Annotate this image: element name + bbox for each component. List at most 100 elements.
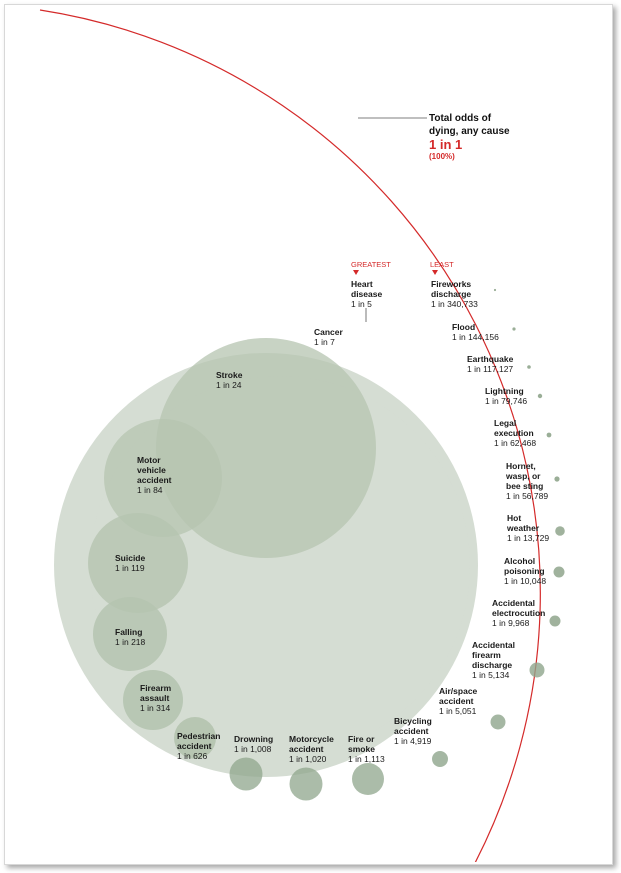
bubble-alcohol-poisoning xyxy=(553,566,565,578)
label-odds-value: 1 in 1,113 xyxy=(348,754,385,764)
label-name-line: Legal xyxy=(494,418,516,428)
label-odds-value: 1 in 7 xyxy=(314,337,335,347)
label-name-line: accident xyxy=(289,744,324,754)
label-odds-value: 1 in 626 xyxy=(177,751,208,761)
total-title-line2: dying, any cause xyxy=(429,126,510,137)
bubble-motorcycle-accident xyxy=(289,767,323,801)
bubble-fire-or-smoke xyxy=(352,763,384,795)
label-name-line: accident xyxy=(394,726,429,736)
label-name-line: electrocution xyxy=(492,608,545,618)
total-title-line1: Total odds of xyxy=(429,113,492,124)
header-least: LEAST xyxy=(430,260,454,269)
label-name-line: disease xyxy=(351,289,382,299)
bubble-bicycling-accident xyxy=(432,751,448,767)
label-name-line: Accidental xyxy=(472,640,515,650)
label-name-line: vehicle xyxy=(137,465,166,475)
bubble-accidental-firearm-discharge xyxy=(529,662,545,678)
label-odds-value: 1 in 119 xyxy=(115,563,145,573)
label-odds-value: 1 in 144,156 xyxy=(452,332,499,342)
bubble-pedestrian-accident xyxy=(174,717,216,759)
bubble-accidental-electrocution xyxy=(549,615,561,627)
label-name-line: Hornet, xyxy=(506,461,536,471)
label-odds-value: 1 in 117,127 xyxy=(467,364,513,374)
bubble-air-space-accident xyxy=(490,714,506,730)
label-name-line: Motor xyxy=(137,455,161,465)
label-odds-value: 1 in 84 xyxy=(137,485,163,495)
bubble-hornet-wasp-or-bee-sting xyxy=(554,476,560,482)
label-name-line: poisoning xyxy=(504,566,545,576)
label-name-line: Pedestrian xyxy=(177,731,220,741)
label-name-line: Motorcycle xyxy=(289,734,334,744)
label-name-line: bee sting xyxy=(506,481,543,491)
bubble-lightning xyxy=(537,393,543,399)
bubble-earthquake xyxy=(527,365,531,369)
label-odds-value: 1 in 62,468 xyxy=(494,438,536,448)
bubbles-layer xyxy=(54,288,565,801)
bubble-firearm-assault xyxy=(123,670,183,730)
label-name-line: weather xyxy=(506,523,540,533)
label-name-line: accident xyxy=(137,475,172,485)
label-name-line: Firearm xyxy=(140,683,172,693)
label-name-line: Cancer xyxy=(314,327,344,337)
label-name-line: Drowning xyxy=(234,734,273,744)
label-name-line: discharge xyxy=(431,289,471,299)
label-name-line: Air/space xyxy=(439,686,478,696)
header-greatest-arrow xyxy=(353,270,359,275)
label-name-line: execution xyxy=(494,428,534,438)
header-greatest: GREATEST xyxy=(351,260,391,269)
label-odds-value: 1 in 10,048 xyxy=(504,576,546,586)
label-odds-value: 1 in 4,919 xyxy=(394,736,432,746)
label-odds-value: 1 in 314 xyxy=(140,703,171,713)
label-name-line: firearm xyxy=(472,650,501,660)
label-name-line: Stroke xyxy=(216,370,243,380)
label-name-line: Fire or xyxy=(348,734,375,744)
bubble-hot-weather xyxy=(555,526,565,536)
label-name-line: discharge xyxy=(472,660,512,670)
total-odds-percent: (100%) xyxy=(429,152,455,161)
label-name-line: accident xyxy=(177,741,212,751)
label-odds-value: 1 in 5,051 xyxy=(439,706,477,716)
bubble-drowning xyxy=(229,757,263,791)
bubble-motor-vehicle-accident xyxy=(104,419,222,537)
label-odds-value: 1 in 24 xyxy=(216,380,242,390)
label-name-line: Falling xyxy=(115,627,142,637)
label-odds-value: 1 in 13,729 xyxy=(507,533,549,543)
label-name-line: Alcohol xyxy=(504,556,535,566)
label-odds-value: 1 in 1,020 xyxy=(289,754,327,764)
label-odds-value: 1 in 56,789 xyxy=(506,491,548,501)
bubble-legal-execution xyxy=(546,432,552,438)
label-name-line: Earthquake xyxy=(467,354,514,364)
bubble-fireworks-discharge xyxy=(493,288,497,292)
bubble-suicide xyxy=(88,513,188,613)
label-name-line: Heart xyxy=(351,279,373,289)
label-name-line: smoke xyxy=(348,744,375,754)
label-odds-value: 1 in 5,134 xyxy=(472,670,510,680)
label-odds-value: 1 in 5 xyxy=(351,299,372,309)
label-name-line: Bicycling xyxy=(394,716,432,726)
label-name-line: wasp, or xyxy=(505,471,541,481)
total-odds-arc xyxy=(39,9,541,862)
